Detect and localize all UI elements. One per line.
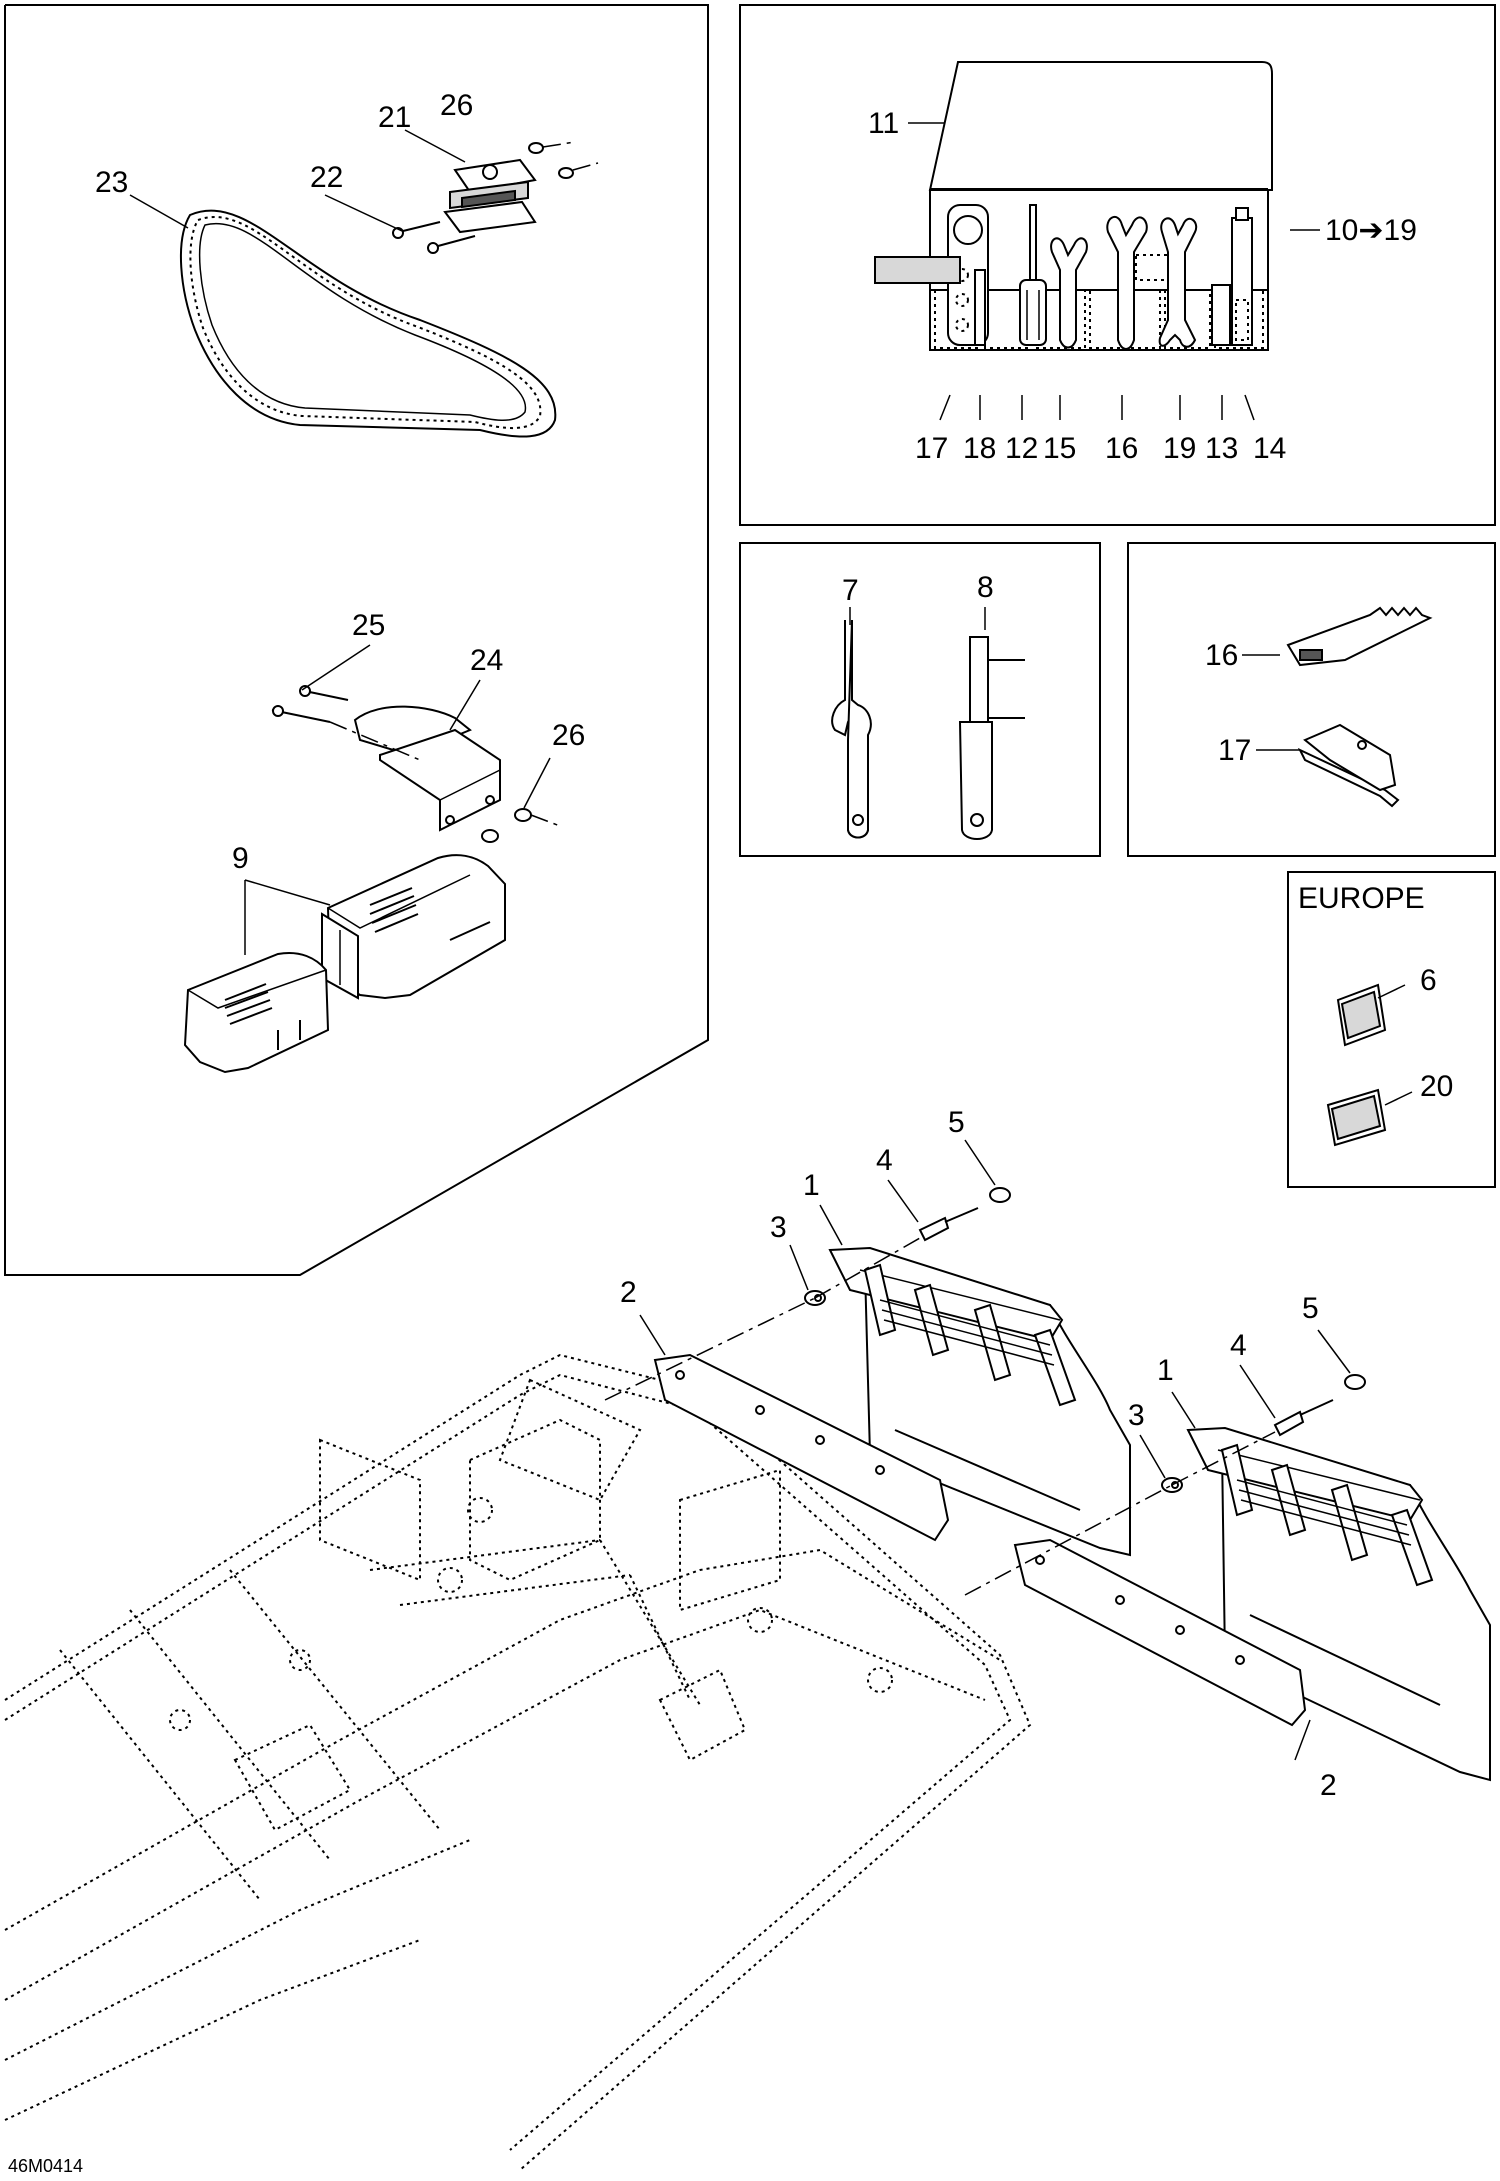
callout-3-right: 3 — [1128, 1399, 1145, 1432]
leader-lines — [129, 122, 1413, 1761]
callout-25: 25 — [352, 609, 385, 642]
snow-flap-right — [1186, 1426, 1491, 1782]
tool-open-wrench-small — [1050, 237, 1088, 349]
callout-17-detail: 17 — [1218, 734, 1251, 767]
flap-fasteners-right — [1161, 1374, 1366, 1493]
callout-11: 11 — [868, 107, 899, 140]
callout-14: 14 — [1253, 432, 1286, 465]
callout-3-left: 3 — [770, 1211, 787, 1244]
belt-holder-bracket — [443, 158, 537, 234]
callout-5-left: 5 — [948, 1106, 965, 1139]
tool-detail-panel-frame — [1127, 542, 1496, 857]
detail-wrench — [1286, 606, 1433, 667]
callout-16-detail: 16 — [1205, 639, 1238, 672]
callout-8: 8 — [977, 571, 994, 604]
flap-bracket-left — [653, 1353, 950, 1542]
callout-2-right: 2 — [1320, 1769, 1337, 1802]
callout-1-left: 1 — [803, 1169, 820, 1202]
flap-ribs-right — [1220, 1443, 1434, 1587]
callout-labels: 23 22 21 26 25 24 26 9 11 10➔19 17 18 12… — [95, 89, 1453, 1802]
callout-12: 12 — [1005, 432, 1038, 465]
europe-label: EUROPE — [1298, 882, 1425, 915]
tool-screwdriver — [1019, 204, 1047, 346]
decal-reflector-6 — [1336, 983, 1387, 1047]
vent-slots-large — [369, 887, 419, 933]
left-panel-frame — [4, 4, 709, 1276]
tool-open-wrench-medium — [1106, 215, 1177, 350]
cover-small — [183, 952, 330, 1074]
callout-16-kit: 16 — [1105, 432, 1138, 465]
europe-panel-frame — [1287, 871, 1496, 1188]
callout-4-right: 4 — [1230, 1329, 1247, 1362]
tool-open-wrench-double — [1158, 217, 1198, 348]
decal-reflector-20 — [1326, 1088, 1387, 1147]
flap-bracket-right — [1013, 1538, 1307, 1727]
cover-large — [321, 854, 506, 1000]
support-rivets — [271, 685, 421, 761]
spanner-panel-frame — [739, 542, 1101, 857]
vent-slots-small — [224, 983, 273, 1025]
callout-24: 24 — [470, 644, 503, 677]
bracket-washers — [528, 141, 599, 179]
callout-26-lower: 26 — [552, 719, 585, 752]
callout-20: 20 — [1420, 1070, 1453, 1103]
spanner-pin-wrench — [958, 636, 1025, 840]
assembly-centerlines — [604, 1237, 1276, 1596]
flap-ribs-left — [863, 1263, 1077, 1407]
spanner-wrench — [831, 619, 872, 839]
tool-pin — [974, 269, 986, 346]
tool-spark-plug-wrench — [1231, 207, 1253, 346]
callout-22: 22 — [310, 161, 343, 194]
callout-15: 15 — [1043, 432, 1076, 465]
detail-tool — [1297, 723, 1400, 808]
callout-4-left: 4 — [876, 1144, 893, 1177]
drive-belt — [179, 209, 557, 438]
flap-fasteners-left — [804, 1187, 1011, 1306]
callout-7: 7 — [842, 574, 859, 607]
callout-13: 13 — [1205, 432, 1238, 465]
callout-10-19: 10➔19 — [1325, 214, 1417, 247]
support-washers — [481, 808, 561, 843]
callout-23: 23 — [95, 166, 128, 199]
tool-kit-panel-frame — [739, 4, 1496, 526]
callout-5-right: 5 — [1302, 1292, 1319, 1325]
drawing-code: 46M0414 — [8, 2156, 83, 2176]
callout-19: 19 — [1163, 432, 1196, 465]
callout-2-left: 2 — [620, 1276, 637, 1309]
callout-21: 21 — [378, 101, 411, 134]
tool-socket — [1211, 284, 1231, 346]
callout-26-top: 26 — [440, 89, 473, 122]
callout-9: 9 — [232, 842, 249, 875]
callout-17-kit: 17 — [915, 432, 948, 465]
callout-18: 18 — [963, 432, 996, 465]
snow-flap-left — [828, 1246, 1131, 1557]
support-clip — [353, 705, 501, 832]
callout-1-right: 1 — [1157, 1354, 1174, 1387]
callout-6: 6 — [1420, 964, 1437, 997]
